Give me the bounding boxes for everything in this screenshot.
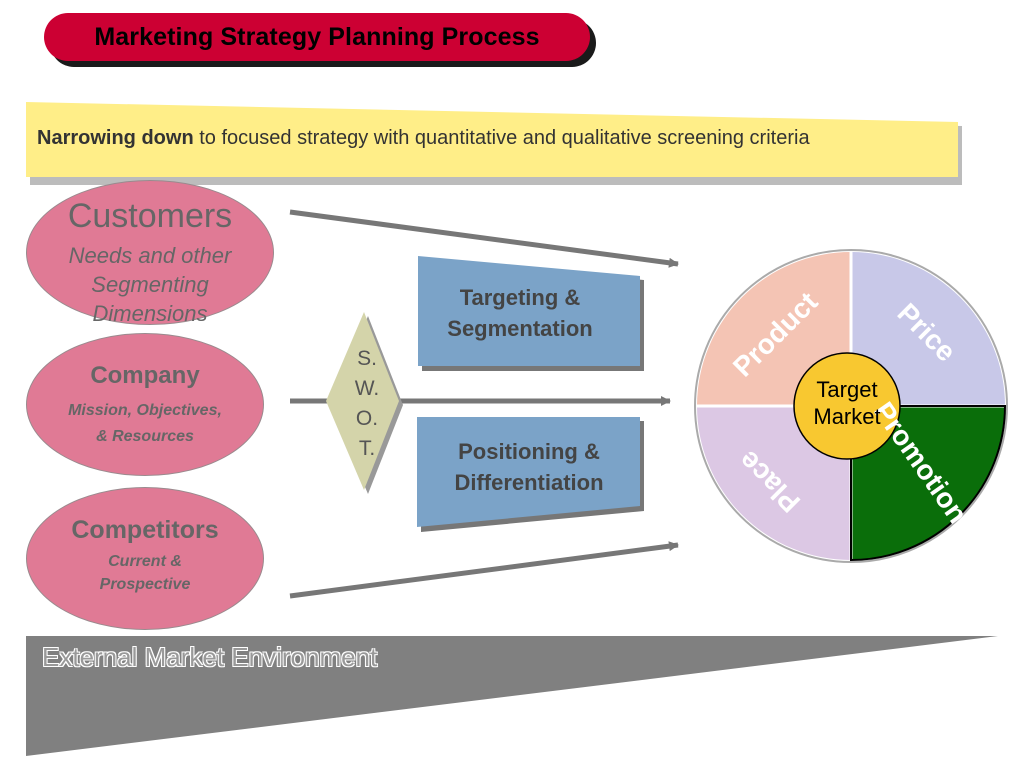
environment-wedge	[26, 636, 998, 756]
company-subtitle-line: & Resources	[96, 428, 194, 445]
page-title: Marketing Strategy Planning Process	[94, 22, 540, 51]
company-title: Company	[90, 362, 200, 389]
swot-letter: T.	[358, 437, 376, 460]
swot-letter: W.	[354, 377, 380, 400]
competitors-subtitle-line: Prospective	[99, 576, 191, 593]
banner-rest-text: to focused strategy with quantitative an…	[193, 127, 810, 149]
swot-letter: O.	[355, 407, 379, 430]
competitors-subtitle-line: Current &	[108, 553, 182, 570]
swot-letter: S.	[357, 347, 377, 370]
target-market-line: Target	[816, 377, 878, 402]
positioning-line: Differentiation	[454, 470, 604, 495]
company-ellipse: Company Mission, Objectives, & Resources	[26, 333, 264, 476]
target-market-circle	[793, 352, 901, 460]
company-subtitle-line: Mission, Objectives,	[68, 402, 222, 419]
competitors-ellipse: Competitors Current & Prospective	[26, 487, 264, 630]
banner-text: Narrowing down to focused strategy with …	[37, 127, 810, 150]
company-subtitle: Mission, Objectives, & Resources	[27, 398, 263, 450]
swot-text: S. W. O. T.	[346, 344, 388, 464]
targeting-line: Segmentation	[447, 316, 593, 341]
marketing-mix-circle	[694, 249, 1008, 563]
positioning-line: Positioning &	[458, 439, 600, 464]
banner-bold-text: Narrowing down	[37, 127, 194, 149]
customers-subtitle: Needs and other Segmenting Dimensions	[27, 241, 273, 328]
customers-ellipse: Customers Needs and other Segmenting Dim…	[26, 180, 274, 328]
competitors-subtitle: Current & Prospective	[27, 550, 263, 596]
competitors-arrow	[289, 541, 679, 599]
targeting-box	[418, 256, 640, 366]
competitors-title: Competitors	[71, 516, 219, 544]
targeting-box-text: Targeting & Segmentation	[418, 282, 622, 344]
environment-label: External Market Environment	[42, 642, 378, 672]
customers-subtitle-line: Needs and other	[68, 243, 232, 268]
price-quadrant	[851, 252, 1005, 406]
targeting-line: Targeting &	[459, 285, 581, 310]
banner-background	[26, 102, 958, 177]
positioning-box-text: Positioning & Differentiation	[420, 436, 638, 498]
target-market-line: Market	[813, 404, 881, 429]
customers-subtitle-line: Dimensions	[92, 301, 208, 326]
customers-arrow	[289, 209, 679, 268]
customers-title: Customers	[67, 197, 233, 235]
swot-diamond	[326, 312, 399, 490]
title-pill: Marketing Strategy Planning Process	[44, 13, 590, 61]
positioning-box	[417, 417, 640, 527]
customers-subtitle-line: Segmenting	[91, 272, 209, 297]
promotion-quadrant	[851, 406, 1005, 560]
target-market-text: Target Market	[794, 376, 900, 430]
